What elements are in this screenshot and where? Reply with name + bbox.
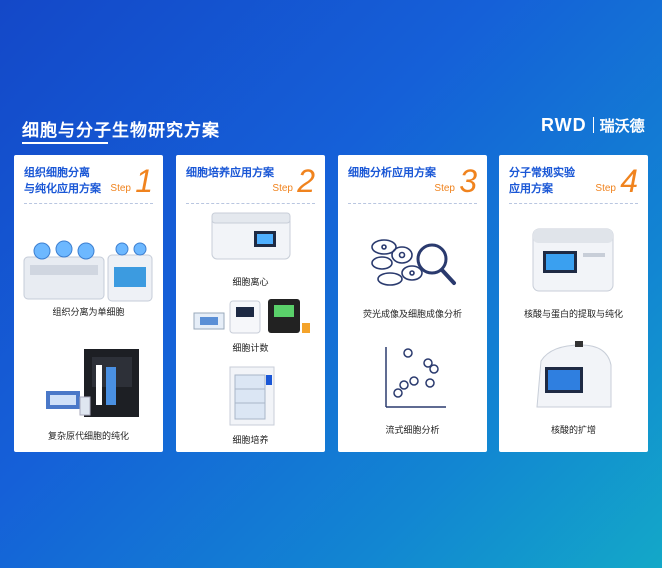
card-divider [348, 203, 477, 204]
step-number: 3 [459, 163, 477, 199]
card-title: 细胞分析应用方案 [348, 165, 436, 181]
item-label: 细胞培养 [232, 436, 269, 446]
card-title: 分子常规实验 应用方案 [509, 165, 575, 197]
card-title-line1: 细胞分析应用方案 [348, 166, 436, 179]
item-label: 细胞离心 [232, 278, 269, 288]
step-label: Step [110, 183, 131, 194]
item-label: 核酸与蛋白的提取与纯化 [523, 310, 623, 320]
pcr-thermal-cycler-icon [536, 341, 612, 408]
solution-card-1[interactable]: 组织细胞分离 与纯化应用方案 Step 1 组织分离为单细胞 复杂原代细胞的纯化 [14, 155, 163, 452]
step-number: 4 [620, 163, 638, 199]
logo-latin: RWD [541, 114, 587, 135]
item-label: 核酸的扩增 [550, 426, 596, 436]
card-title: 组织细胞分离 与纯化应用方案 [24, 165, 101, 197]
cell-counter-icon [193, 299, 310, 334]
card-divider [24, 203, 153, 204]
solution-card-3[interactable]: 细胞分析应用方案 Step 3 荧光成像及细胞成像分析 [338, 155, 487, 452]
card-title-line1: 分子常规实验 [509, 166, 575, 179]
incubator-icon [229, 366, 275, 426]
card-title-line1: 组织细胞分离 [24, 166, 90, 179]
card-divider [186, 203, 315, 204]
logo-chinese: 瑞沃德 [599, 116, 645, 135]
card-title-line2: 与纯化应用方案 [24, 182, 101, 195]
solution-card-4[interactable]: 分子常规实验 应用方案 Step 4 核酸与蛋白的提取与纯化 核酸的扩增 [499, 155, 648, 452]
nucleic-acid-extractor-icon [532, 228, 614, 292]
card-title-line2: 应用方案 [509, 182, 553, 195]
step-label: Step [434, 183, 455, 194]
centrifuge-icon [211, 212, 291, 260]
step-label: Step [595, 183, 616, 194]
card-divider [509, 203, 638, 204]
cell-sorter-icon [46, 349, 139, 417]
page-title: 细胞与分子生物研究方案 [22, 121, 220, 141]
item-label: 荧光成像及细胞成像分析 [362, 310, 462, 320]
logo-divider [592, 117, 594, 133]
title-underline [22, 142, 108, 144]
cell-imaging-magnifier-icon [371, 239, 456, 286]
step-number: 2 [297, 163, 315, 199]
item-label: 细胞计数 [232, 344, 269, 354]
item-label: 复杂原代细胞的纯化 [47, 432, 129, 442]
flow-cytometry-scatter-icon [385, 347, 446, 408]
solution-card-2[interactable]: 细胞培养应用方案 Step 2 细胞离心 细胞计数 细胞培养 [176, 155, 325, 452]
step-number: 1 [135, 163, 153, 199]
card-title-line1: 细胞培养应用方案 [186, 166, 274, 179]
brand-logo: RWD 瑞沃德 [541, 114, 645, 136]
card-title: 细胞培养应用方案 [186, 165, 274, 181]
item-label: 组织分离为单细胞 [52, 308, 125, 318]
tissue-dissociator-icon [23, 240, 153, 302]
item-label: 流式细胞分析 [385, 426, 440, 436]
step-label: Step [272, 183, 293, 194]
